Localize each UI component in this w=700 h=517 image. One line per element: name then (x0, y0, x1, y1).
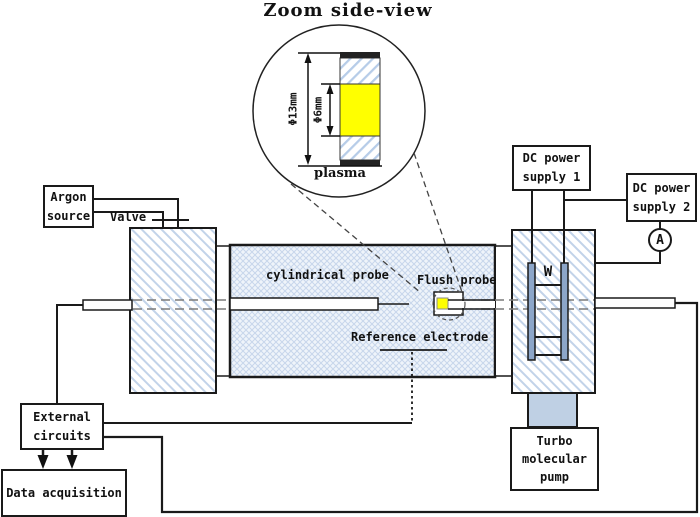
gas-lines (90, 198, 189, 228)
left-feedthrough-rod (82, 299, 133, 311)
external-wiring (100, 301, 699, 514)
tungsten-label: W (543, 264, 553, 280)
probe-wall-bottom (339, 135, 381, 161)
argon-source-box: Argon source (43, 185, 94, 228)
inner-diameter-label: Φ6mm (311, 96, 325, 124)
external-circuits-box: External circuits (20, 403, 104, 450)
zoom-inset (252, 24, 426, 198)
flush-probe-assembly (432, 287, 495, 321)
pump-port (527, 392, 578, 428)
right-feedthrough-rod (594, 297, 676, 309)
left-flange (129, 227, 217, 394)
flush-probe-tip (436, 297, 449, 310)
diagram-title: Zoom side-view (263, 0, 433, 21)
zoom-pointer-lines (290, 152, 464, 296)
reference-electrode-label: Reference electrode (351, 330, 489, 344)
data-acquisition-box: Data acquisition (1, 469, 127, 517)
electrode-cap-top (340, 52, 380, 58)
cylindrical-probe-holder (229, 297, 379, 311)
tungsten-filament (527, 262, 569, 361)
dc-power-supply-1-box: DC power supply 1 (512, 145, 591, 191)
chamber-neck (495, 245, 512, 377)
valve-label: Valve (110, 210, 147, 224)
dim-6mm (321, 83, 340, 137)
flush-probe-label: Flush probe (417, 273, 497, 287)
zoom-circle (252, 24, 426, 198)
ammeter-symbol (648, 228, 672, 252)
filament-support-left (527, 262, 536, 361)
left-probe-wire (56, 304, 83, 403)
cylindrical-probe-label: cylindrical probe (266, 268, 389, 282)
reference-electrode-leads (380, 349, 447, 423)
axis-centerline (133, 299, 594, 310)
filament-support-right (560, 262, 569, 361)
ammeter-label: A (656, 232, 664, 248)
plasma-region (339, 83, 381, 137)
right-chamber (511, 229, 596, 394)
turbo-pump-box: Turbo molecular pump (510, 427, 599, 491)
dim-13mm (298, 52, 382, 167)
dc-power-supply-2-box: DC power supply 2 (626, 173, 697, 222)
flush-probe-callout-circle (432, 287, 466, 321)
plasma-label: plasma (314, 166, 366, 181)
outer-diameter-label: Φ13mm (286, 92, 300, 126)
dc-wiring (531, 187, 661, 264)
electrode-cap-bottom (340, 160, 380, 166)
probe-wall-top (339, 57, 381, 85)
